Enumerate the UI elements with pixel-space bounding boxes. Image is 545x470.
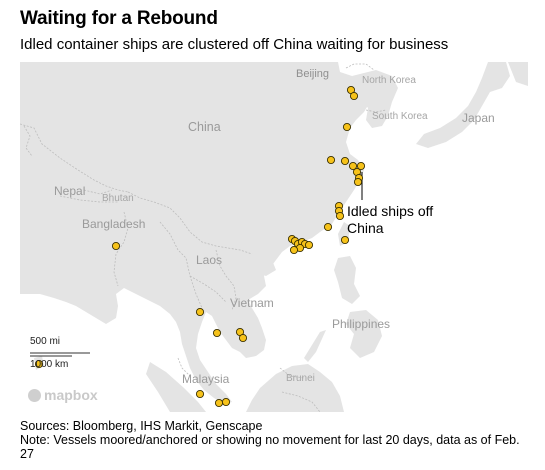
sources-text: Sources: Bloomberg, IHS Markit, Genscape bbox=[20, 419, 263, 433]
scale-bar bbox=[30, 352, 90, 357]
note-text: Note: Vessels moored/anchored or showing… bbox=[20, 433, 520, 461]
chart-title: Waiting for a Rebound bbox=[20, 8, 218, 29]
label-vietnam: Vietnam bbox=[230, 296, 274, 310]
label-philippines: Philippines bbox=[332, 317, 391, 331]
label-beijing: Beijing bbox=[296, 68, 330, 80]
land-philippines-palawan bbox=[304, 330, 326, 362]
mapbox-logo[interactable]: mapbox bbox=[28, 387, 98, 403]
ship-marker[interactable] bbox=[34, 359, 44, 369]
country-borders bbox=[20, 63, 387, 412]
land-hainan bbox=[256, 260, 276, 276]
mapbox-icon bbox=[28, 388, 41, 402]
ship-marker[interactable] bbox=[335, 211, 345, 221]
ship-marker[interactable] bbox=[340, 235, 350, 245]
label-brunei: Brunei bbox=[286, 373, 315, 384]
scale-label-km: 1000 km bbox=[30, 359, 69, 370]
label-south-korea: South Korea bbox=[372, 111, 428, 122]
land-japan-north bbox=[508, 62, 528, 86]
ship-marker[interactable] bbox=[212, 328, 222, 338]
ship-marker[interactable] bbox=[195, 389, 205, 399]
label-laos: Laos bbox=[196, 253, 223, 267]
scale-label-miles: 500 mi bbox=[30, 336, 61, 347]
land-korea bbox=[352, 70, 398, 128]
ship-marker[interactable] bbox=[353, 177, 363, 187]
annotation-text-line2: China bbox=[347, 220, 384, 236]
ship-marker[interactable] bbox=[323, 222, 333, 232]
label-bhutan: Bhutan bbox=[102, 193, 134, 204]
land-asia bbox=[20, 62, 370, 404]
label-china: China bbox=[188, 120, 221, 134]
map-area[interactable]: Beijing North Korea South Korea Japan Ch… bbox=[20, 62, 528, 412]
ship-marker[interactable] bbox=[348, 161, 358, 171]
label-north-korea: North Korea bbox=[362, 75, 416, 86]
label-japan: Japan bbox=[462, 111, 495, 125]
ship-marker[interactable] bbox=[111, 241, 121, 251]
label-malaysia: Malaysia bbox=[182, 372, 230, 386]
land-sumatra bbox=[146, 362, 206, 412]
ship-marker[interactable] bbox=[289, 245, 299, 255]
chart-subtitle: Idled container ships are clustered off … bbox=[20, 36, 449, 53]
mapbox-wordmark: mapbox bbox=[44, 387, 98, 403]
ship-marker[interactable] bbox=[304, 240, 314, 250]
land-philippines-south bbox=[346, 310, 382, 358]
ship-marker[interactable] bbox=[340, 156, 350, 166]
ship-marker[interactable] bbox=[221, 397, 231, 407]
ship-marker[interactable] bbox=[356, 161, 366, 171]
map-svg bbox=[20, 62, 528, 412]
chart-footer: Sources: Bloomberg, IHS Markit, Genscape… bbox=[20, 419, 535, 461]
annotation-text-line1: Idled ships off bbox=[347, 203, 434, 219]
ship-marker[interactable] bbox=[326, 155, 336, 165]
land-borneo bbox=[246, 364, 344, 412]
label-bangladesh: Bangladesh bbox=[82, 217, 146, 231]
ship-marker[interactable] bbox=[342, 122, 352, 132]
land-japan bbox=[416, 62, 510, 148]
ship-markers bbox=[34, 85, 366, 408]
ship-marker[interactable] bbox=[214, 398, 224, 408]
ship-marker[interactable] bbox=[349, 91, 359, 101]
ship-marker[interactable] bbox=[238, 333, 248, 343]
label-nepal: Nepal bbox=[54, 184, 86, 198]
ship-marker[interactable] bbox=[195, 307, 205, 317]
land-philippines-luzon bbox=[334, 256, 360, 304]
